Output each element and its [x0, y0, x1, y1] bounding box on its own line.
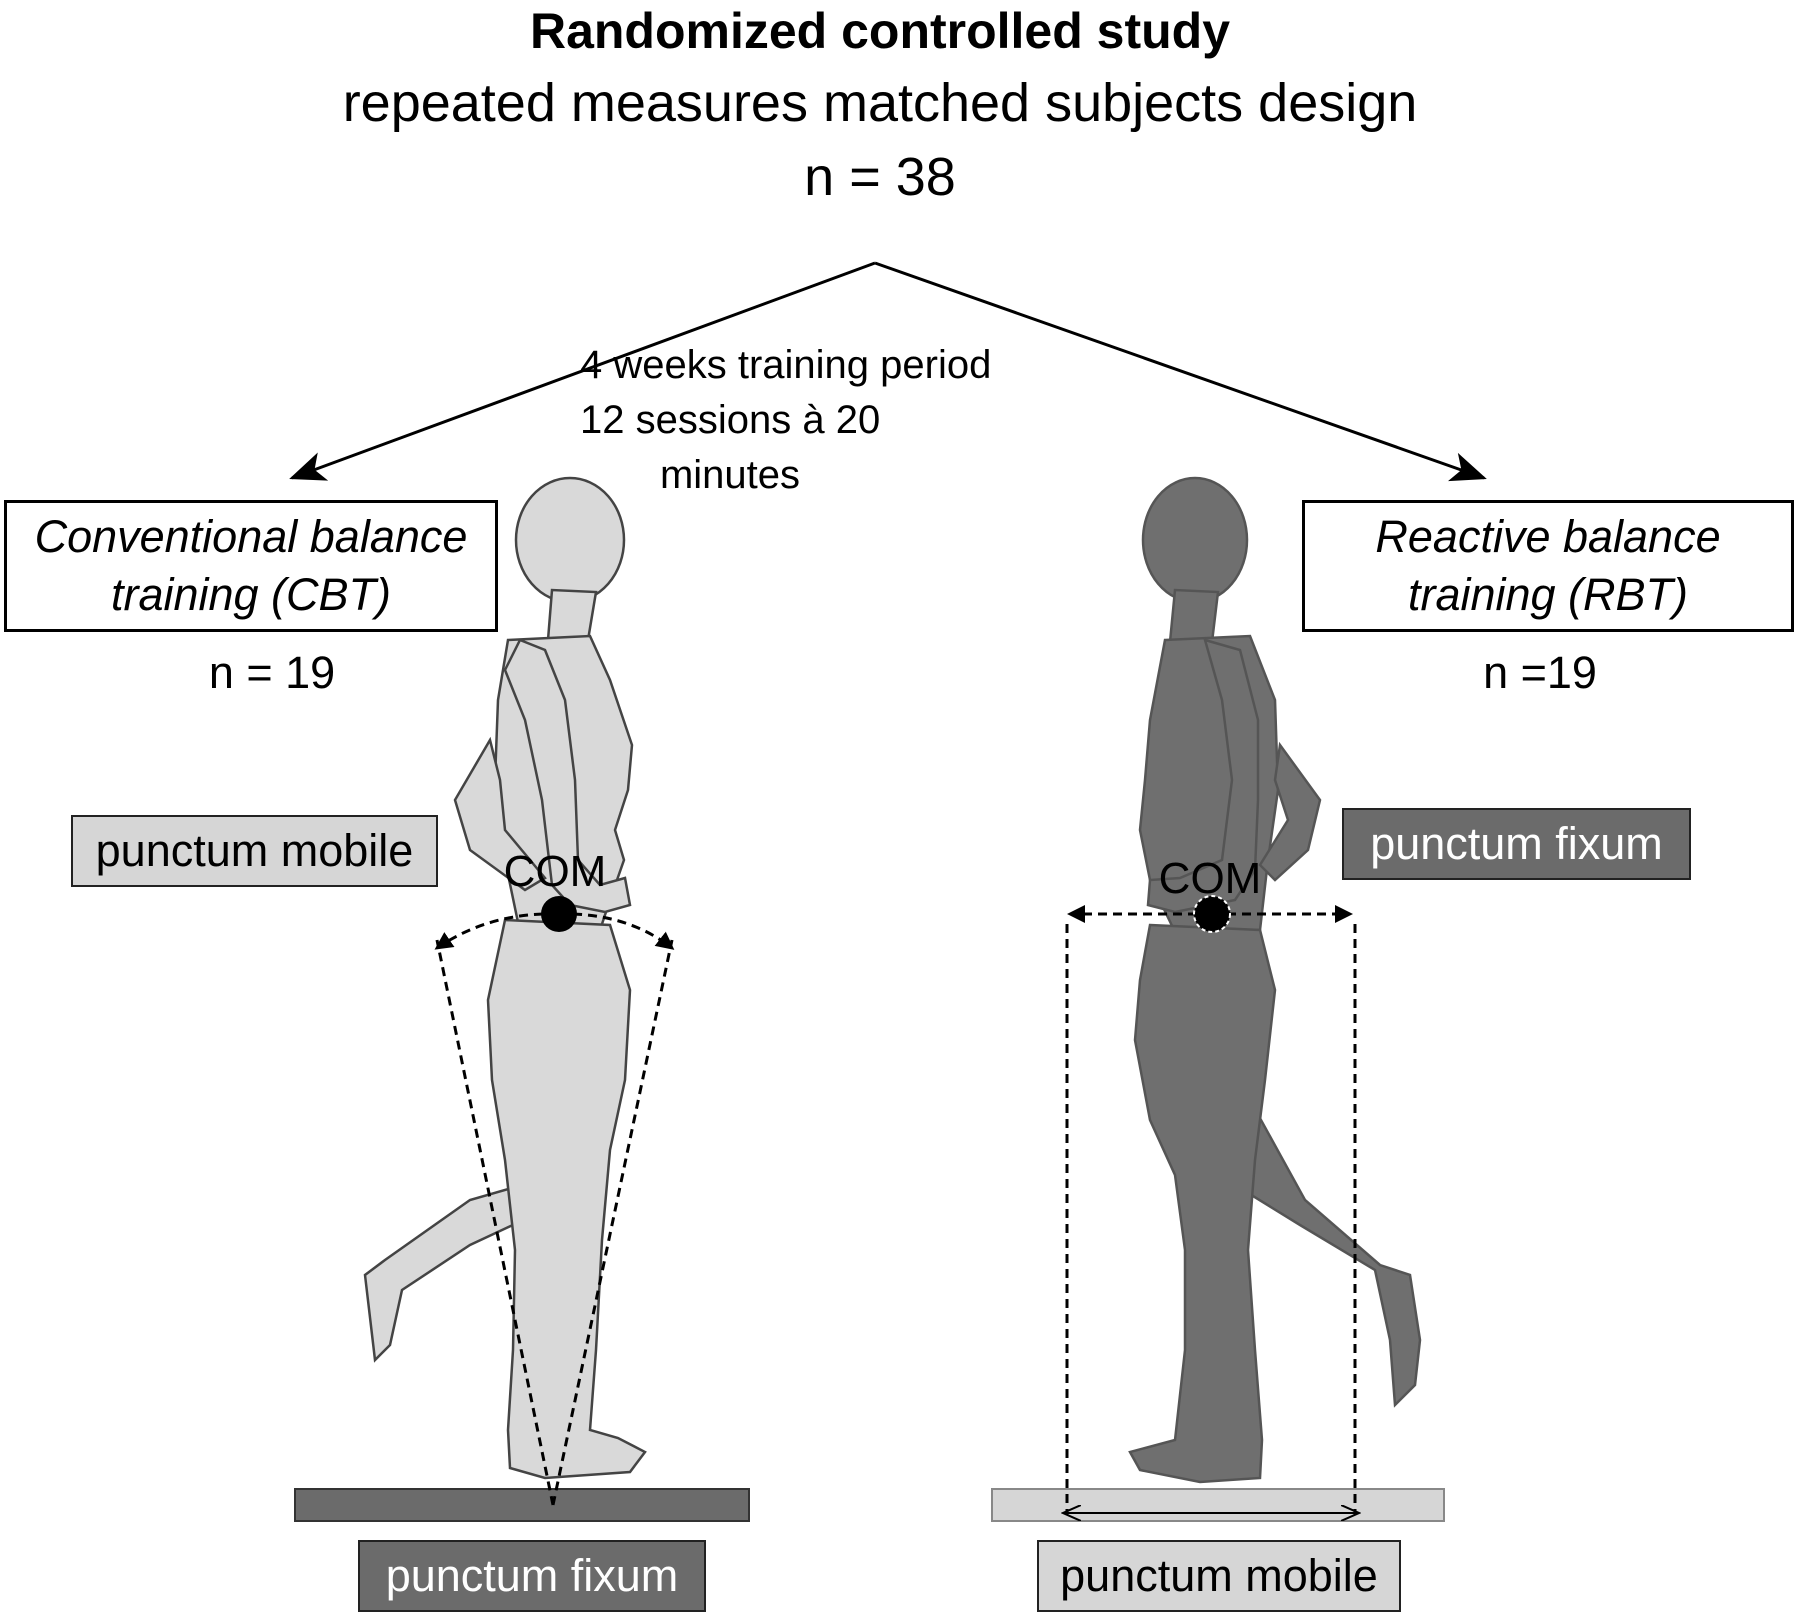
training-period-line1: 4 weeks training period [580, 343, 992, 387]
split-arrow-right [874, 261, 1487, 482]
cbt-platform [294, 1488, 750, 1522]
rbt-translation-lines [1065, 905, 1357, 1515]
cbt-pendulum-lines [434, 912, 675, 1506]
cbt-punctum-fixum-tag: punctum fixum [358, 1540, 706, 1612]
rbt-sample-size: n =19 [1483, 647, 1597, 698]
diagram-subtitle: repeated measures matched subjects desig… [342, 73, 1418, 133]
total-sample-size: n = 38 [804, 147, 956, 207]
cbt-punctum-mobile-tag: punctum mobile [71, 815, 438, 887]
rbt-punctum-fixum-tag: punctum fixum [1342, 808, 1691, 880]
cbt-com-marker [541, 896, 577, 932]
cbt-walking-figure [363, 476, 647, 1480]
rbt-label-line2: training (RBT) [1407, 569, 1689, 620]
rbt-punctum-mobile-tag: punctum mobile [1037, 1540, 1401, 1612]
cbt-com-label: COM [503, 847, 607, 896]
rbt-group-box: Reactive balance training (RBT) [1302, 500, 1794, 632]
cbt-group-box: Conventional balance training (CBT) [4, 500, 498, 632]
rbt-com-marker [1193, 895, 1231, 933]
rbt-com-label: COM [1158, 854, 1262, 903]
rbt-label-line1: Reactive balance [1375, 510, 1721, 562]
rbt-walking-figure [1128, 476, 1422, 1484]
cbt-label-line1: Conventional balance [34, 510, 468, 562]
cbt-sample-size: n = 19 [208, 647, 336, 698]
training-period-line2: 12 sessions à 20 [580, 398, 881, 442]
training-period-line3: minutes [659, 453, 801, 497]
diagram-title: Randomized controlled study [529, 3, 1231, 59]
rbt-platform [991, 1488, 1445, 1522]
cbt-label-line2: training (CBT) [110, 569, 392, 620]
split-arrow-left [289, 261, 876, 481]
